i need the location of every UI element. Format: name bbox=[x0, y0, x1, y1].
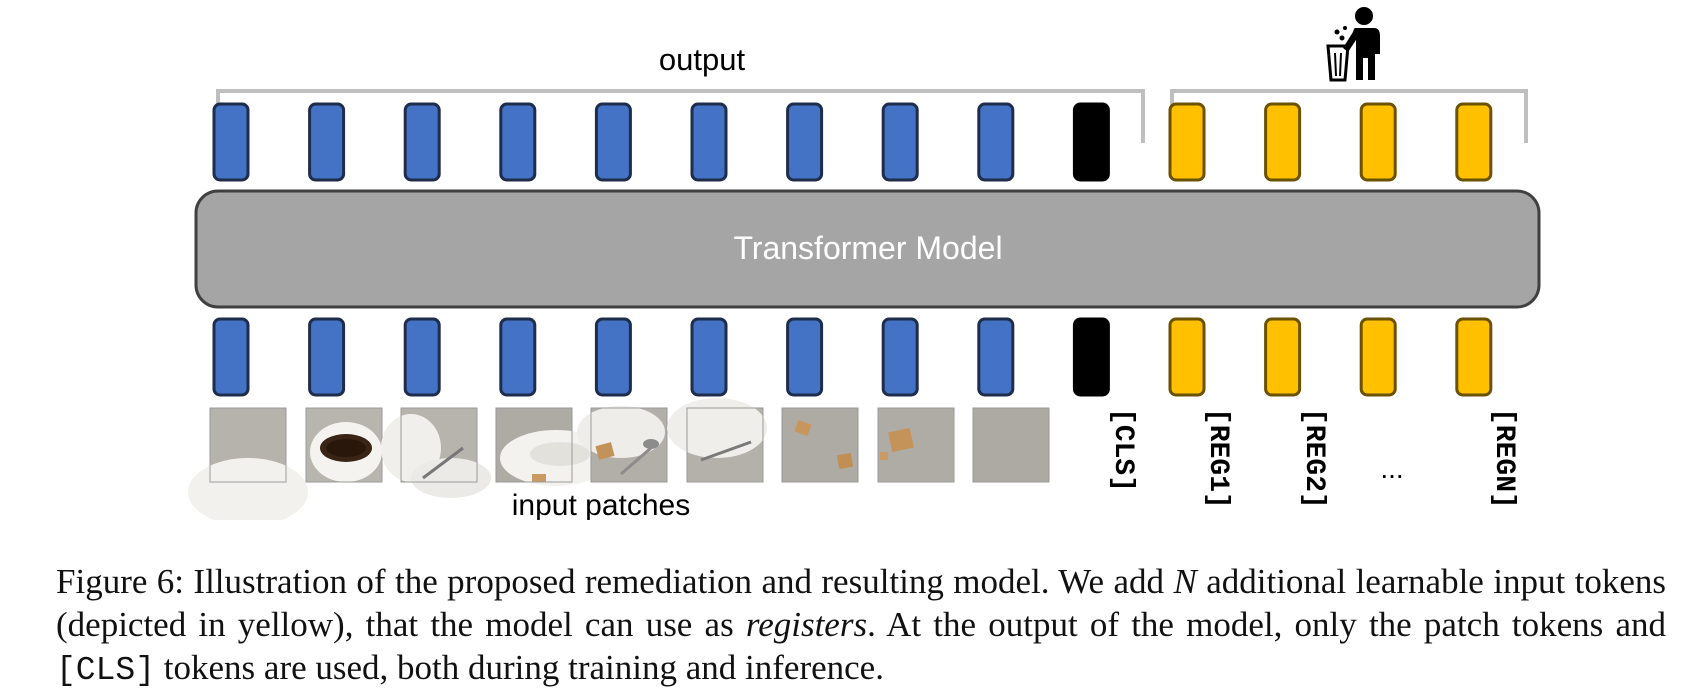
caption-text-3: . At the output of the model, only the p… bbox=[867, 605, 1666, 644]
input-register-token-1 bbox=[1168, 317, 1206, 397]
caption-var-n: N bbox=[1173, 562, 1197, 601]
input-register-token-2 bbox=[1264, 317, 1302, 397]
output-patch-token-8 bbox=[881, 102, 919, 182]
output-patch-token-9 bbox=[977, 102, 1015, 182]
caption-text-1: Illustration of the proposed remediation… bbox=[184, 562, 1174, 601]
register-label-2: [REG2] bbox=[1298, 408, 1329, 509]
output-patch-token-5 bbox=[594, 102, 632, 182]
caption-text-2: additional learnable input tokens (depic… bbox=[56, 562, 1666, 644]
input-patch-token-6 bbox=[690, 317, 728, 397]
input-patch-token-8 bbox=[881, 317, 919, 397]
output-patch-token-7 bbox=[786, 102, 824, 182]
input-patches-label: input patches bbox=[512, 489, 690, 520]
register-label-1: [REG1] bbox=[1202, 408, 1233, 509]
trash-person-icon bbox=[1326, 7, 1380, 82]
input-patch-token-5 bbox=[594, 317, 632, 397]
input-register-token-4 bbox=[1455, 317, 1493, 397]
transformer-model-block bbox=[194, 189, 1541, 309]
transformer-model-label: Transformer Model bbox=[733, 230, 1002, 266]
figure-label: Figure 6: bbox=[56, 562, 185, 601]
output-patch-token-3 bbox=[403, 102, 441, 182]
output-patch-token-4 bbox=[499, 102, 537, 182]
output-label: output bbox=[659, 42, 746, 77]
input-patch-1 bbox=[188, 407, 308, 520]
output-tokens bbox=[212, 102, 1493, 182]
register-label-ellipsis: ... bbox=[1380, 453, 1403, 484]
input-patch-2 bbox=[305, 407, 383, 483]
output-patch-token-2 bbox=[308, 102, 346, 182]
output-cls-token bbox=[1072, 102, 1110, 182]
output-register-token-1 bbox=[1168, 102, 1206, 182]
cls-token-label: [CLS] bbox=[1107, 408, 1138, 492]
output-register-token-3 bbox=[1359, 102, 1397, 182]
architecture-diagram: output Transformer Model bbox=[188, 7, 1541, 520]
input-patch-token-3 bbox=[403, 317, 441, 397]
input-tokens bbox=[212, 317, 1493, 397]
input-patch-6 bbox=[667, 398, 767, 483]
register-label-n: [REGN] bbox=[1488, 408, 1519, 509]
output-patch-token-1 bbox=[212, 102, 250, 182]
input-patch-8 bbox=[877, 407, 955, 483]
input-patch-7 bbox=[781, 407, 859, 483]
input-patch-3 bbox=[381, 407, 491, 498]
input-cls-token bbox=[1072, 317, 1110, 397]
input-patch-token-2 bbox=[308, 317, 346, 397]
input-patch-token-4 bbox=[499, 317, 537, 397]
figure-caption: Figure 6: Illustration of the proposed r… bbox=[56, 560, 1666, 692]
input-patch-9 bbox=[972, 407, 1050, 483]
caption-text-4: tokens are used, both during training an… bbox=[155, 648, 884, 687]
caption-cls: [CLS] bbox=[56, 652, 156, 689]
input-patch-token-9 bbox=[977, 317, 1015, 397]
caption-registers: registers bbox=[745, 605, 868, 644]
input-patch-images bbox=[188, 398, 1050, 520]
input-patch-5 bbox=[577, 406, 668, 483]
input-register-token-3 bbox=[1359, 317, 1397, 397]
output-register-token-2 bbox=[1264, 102, 1302, 182]
input-patch-token-7 bbox=[786, 317, 824, 397]
output-patch-token-6 bbox=[690, 102, 728, 182]
input-patch-token-1 bbox=[212, 317, 250, 397]
output-register-token-4 bbox=[1455, 102, 1493, 182]
